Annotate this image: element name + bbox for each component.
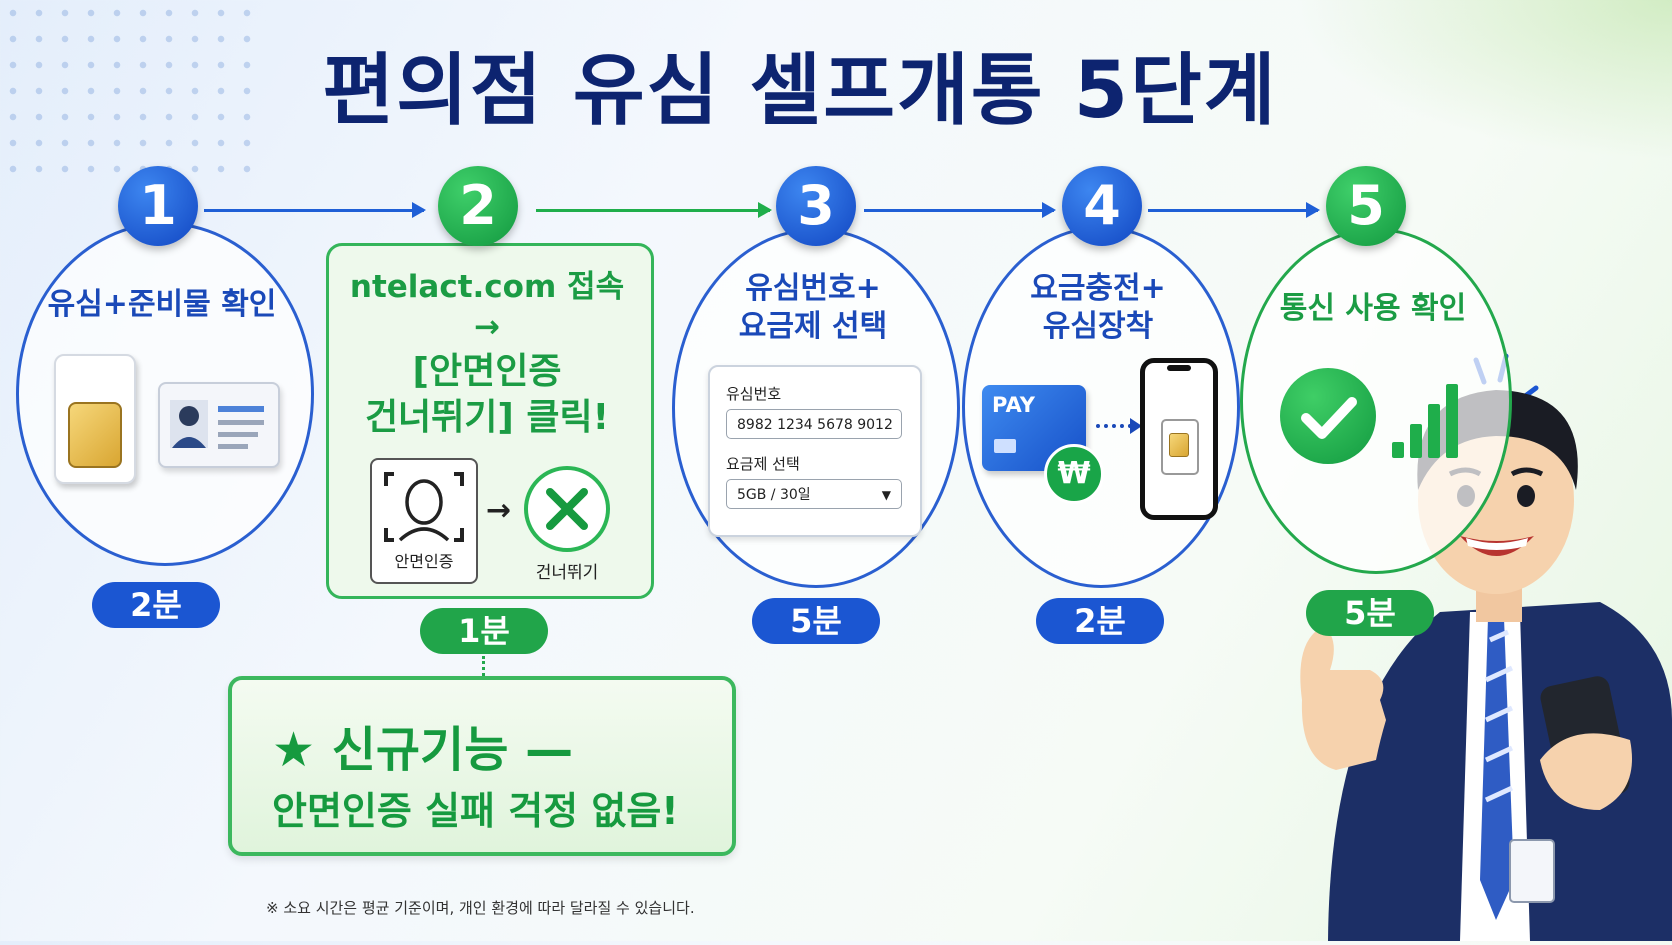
check-mark-graphic xyxy=(1301,397,1357,439)
step-2-number: 2 xyxy=(438,166,518,246)
background-dot-pattern xyxy=(0,0,260,190)
step-2-skip-label-2: 건너뛰기] 클릭! xyxy=(364,397,610,438)
step-5-time-badge: 5분 xyxy=(1306,590,1434,636)
phone-notch xyxy=(1167,365,1191,371)
step-2-time-badge: 1분 xyxy=(420,608,548,654)
step-5-label: 통신 사용 확인 xyxy=(1279,291,1467,326)
new-feature-connector xyxy=(482,656,485,676)
arrow-3-to-4 xyxy=(864,202,1056,218)
won-coin-icon: ₩ xyxy=(1044,444,1104,504)
card-to-phone-arrow xyxy=(1096,418,1142,434)
sim-card-icon xyxy=(54,354,136,484)
new-feature-subtitle: 안면인증 실패 걱정 없음! xyxy=(272,789,679,833)
face-scan-graphic xyxy=(384,472,464,542)
arrow-4-to-5 xyxy=(1148,202,1320,218)
step-5-number: 5 xyxy=(1326,166,1406,246)
step-4-label-1: 요금충전+ xyxy=(1030,271,1166,306)
face-to-skip-arrow: → xyxy=(486,493,512,528)
step-2-url-label: ntelact.com 접속 xyxy=(349,269,625,305)
plan-select-label: 요금제 선택 xyxy=(726,455,800,473)
step-3-label-1: 유심번호+ xyxy=(745,271,881,306)
step-2-arrow-label: → xyxy=(474,309,500,345)
sim-number-label: 유심번호 xyxy=(726,385,782,403)
sim-plan-form: 유심번호 8982 1234 5678 9012 요금제 선택 5GB / 30… xyxy=(708,365,922,537)
sim-number-field[interactable]: 8982 1234 5678 9012 xyxy=(726,409,902,439)
phone-sim-icon xyxy=(1161,419,1199,475)
signal-bar-3 xyxy=(1428,404,1440,458)
businessman-mascot xyxy=(1300,340,1672,941)
check-icon xyxy=(1280,368,1376,464)
arrow-1-to-2 xyxy=(204,202,426,218)
step-3-label-2: 요금제 선택 xyxy=(738,309,888,344)
signal-bar-2 xyxy=(1410,424,1422,458)
phone-icon xyxy=(1140,358,1218,520)
id-card-graphic xyxy=(170,400,264,449)
new-feature-title: ★ 신규기능 — xyxy=(272,722,574,778)
face-auth-caption: 안면인증 xyxy=(394,552,454,571)
step-4-number: 4 xyxy=(1062,166,1142,246)
step-3-time-badge: 5분 xyxy=(752,598,880,644)
signal-bar-1 xyxy=(1392,442,1404,458)
new-feature-box: ★ 신규기능 — 안면인증 실패 걱정 없음! xyxy=(228,676,736,856)
step-1-label: 유심+준비물 확인 xyxy=(47,287,277,322)
businessman-illustration xyxy=(1300,353,1672,941)
phone-sim-chip xyxy=(1169,433,1189,457)
chevron-down-icon: ▼ xyxy=(881,488,891,502)
background-leaf-decoration xyxy=(1292,0,1672,160)
signal-bar-4 xyxy=(1446,384,1458,458)
skip-x-icon xyxy=(524,466,610,552)
step-3-number: 3 xyxy=(776,166,856,246)
x-mark-graphic xyxy=(546,488,588,530)
pay-card-graphic xyxy=(994,439,1016,453)
plan-select[interactable]: 5GB / 30일 ▼ xyxy=(726,479,902,509)
step-2-skip-label-1: [안면인증 xyxy=(412,351,562,392)
skip-caption: 건너뛰기 xyxy=(535,563,599,583)
step-1-number: 1 xyxy=(118,166,198,246)
footnote: ※ 소요 시간은 평균 기준이며, 개인 환경에 따라 달라질 수 있습니다. xyxy=(266,899,695,917)
id-card-icon xyxy=(158,382,280,468)
step-4-label-2: 유심장착 xyxy=(1042,309,1154,344)
arrow-2-to-3 xyxy=(536,202,772,218)
sim-chip xyxy=(68,402,122,468)
page-title: 편의점 유심 셀프개통 5단계 xyxy=(322,46,1278,136)
step-4-time-badge: 2분 xyxy=(1036,598,1164,644)
plan-select-value: 5GB / 30일 xyxy=(737,487,811,503)
face-auth-icon: 안면인증 xyxy=(370,458,478,584)
step-1-time-badge: 2분 xyxy=(92,582,220,628)
signal-bars-icon xyxy=(1392,378,1462,458)
pay-card-text: PAY xyxy=(992,393,1035,417)
